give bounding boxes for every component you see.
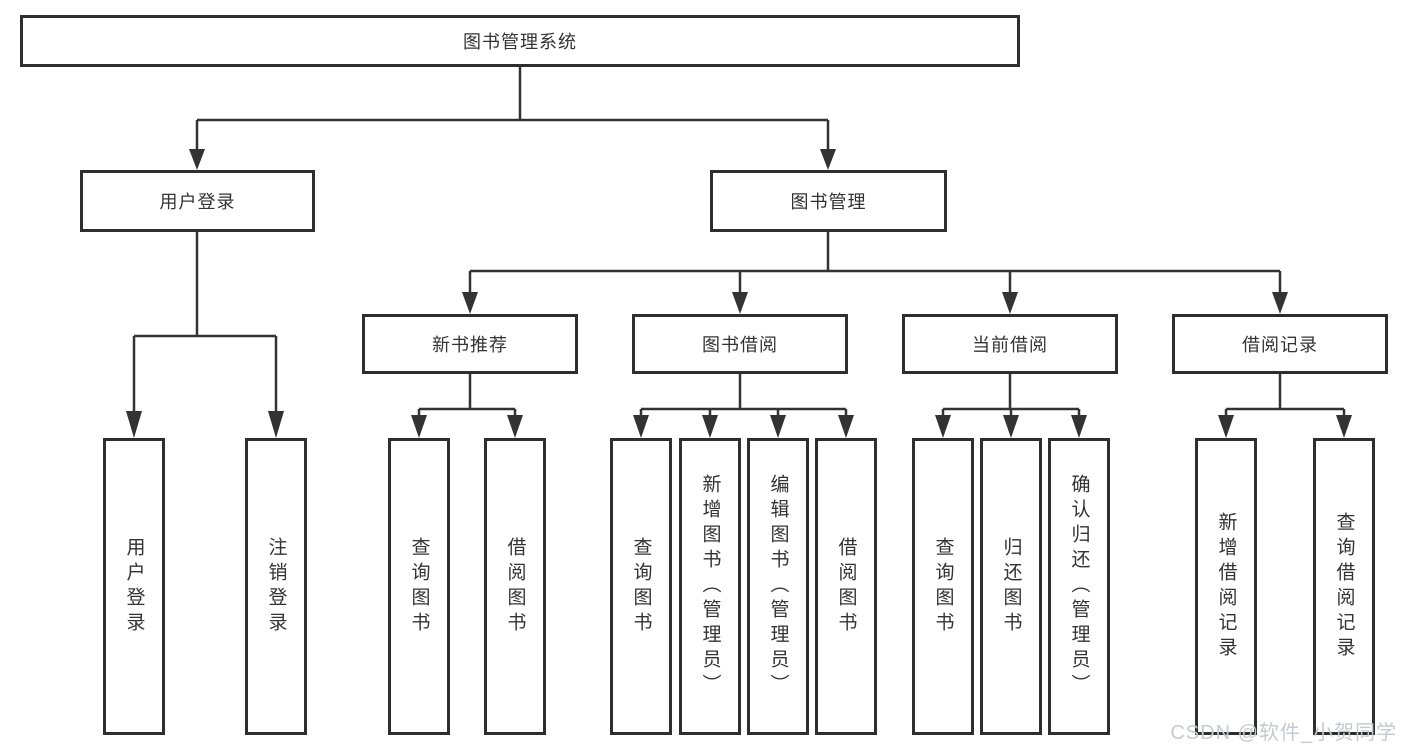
connector-current-borrowing-to-leaves xyxy=(935,374,1087,438)
node-new-book-recommendation: 新书推荐 xyxy=(362,314,578,374)
node-label: 当前借阅 xyxy=(972,335,1048,355)
node-book-management: 图书管理 xyxy=(710,170,947,232)
node-current-borrowing: 当前借阅 xyxy=(902,314,1118,374)
node-label: 归还图书 xyxy=(1000,536,1022,637)
node-label: 新增图书（管理员） xyxy=(699,474,721,699)
leaf-query-borrow-record: 查询借阅记录 xyxy=(1313,438,1375,735)
leaf-return-books: 归还图书 xyxy=(980,438,1042,735)
connector-book-borrowing-to-leaves xyxy=(633,374,854,438)
node-label: 新增借阅记录 xyxy=(1215,511,1237,662)
connector-borrowing-records-to-leaves xyxy=(1218,374,1352,438)
node-label: 借阅图书 xyxy=(504,536,526,637)
node-label: 查询借阅记录 xyxy=(1333,511,1355,662)
leaf-edit-books-admin: 编辑图书（管理员） xyxy=(747,438,809,735)
node-label: 注销登录 xyxy=(265,536,287,637)
node-label: 借阅图书 xyxy=(835,536,857,637)
node-label: 查询图书 xyxy=(630,536,652,637)
node-label: 图书借阅 xyxy=(702,335,778,355)
node-user-login: 用户登录 xyxy=(80,170,315,232)
watermark: CSDN @软件_小贺同学 xyxy=(1170,722,1397,744)
node-label: 新书推荐 xyxy=(432,335,508,355)
leaf-user-login: 用户登录 xyxy=(103,438,165,735)
node-label: 编辑图书（管理员） xyxy=(767,474,789,699)
node-label: 确认归还（管理员） xyxy=(1068,474,1090,699)
connector-root-to-level2 xyxy=(189,67,836,170)
leaf-logout: 注销登录 xyxy=(245,438,307,735)
leaf-add-borrow-record: 新增借阅记录 xyxy=(1195,438,1257,735)
leaf-borrow-books-recommendation: 借阅图书 xyxy=(484,438,546,735)
leaf-add-books-admin: 新增图书（管理员） xyxy=(679,438,741,735)
node-label: 图书管理 xyxy=(790,192,867,212)
connector-book-management-to-level3 xyxy=(462,232,1288,314)
node-borrowing-records: 借阅记录 xyxy=(1172,314,1388,374)
node-label: 查询图书 xyxy=(932,536,954,637)
leaf-query-books-recommendation: 查询图书 xyxy=(388,438,450,735)
node-book-borrowing: 图书借阅 xyxy=(632,314,848,374)
node-label: 图书管理系统 xyxy=(463,32,577,52)
leaf-query-books-borrowing: 查询图书 xyxy=(610,438,672,735)
connector-new-book-recommendation-to-leaves xyxy=(411,374,523,438)
leaf-borrow-books-borrowing: 借阅图书 xyxy=(815,438,877,735)
connector-user-login-to-leaves xyxy=(126,232,284,438)
leaf-query-books-current: 查询图书 xyxy=(912,438,974,735)
node-label: 用户登录 xyxy=(159,192,236,212)
node-label: 借阅记录 xyxy=(1242,335,1318,355)
leaf-confirm-return-admin: 确认归还（管理员） xyxy=(1048,438,1110,735)
node-label: 用户登录 xyxy=(123,536,145,637)
node-label: 查询图书 xyxy=(408,536,430,637)
node-library-management-system: 图书管理系统 xyxy=(20,15,1020,67)
